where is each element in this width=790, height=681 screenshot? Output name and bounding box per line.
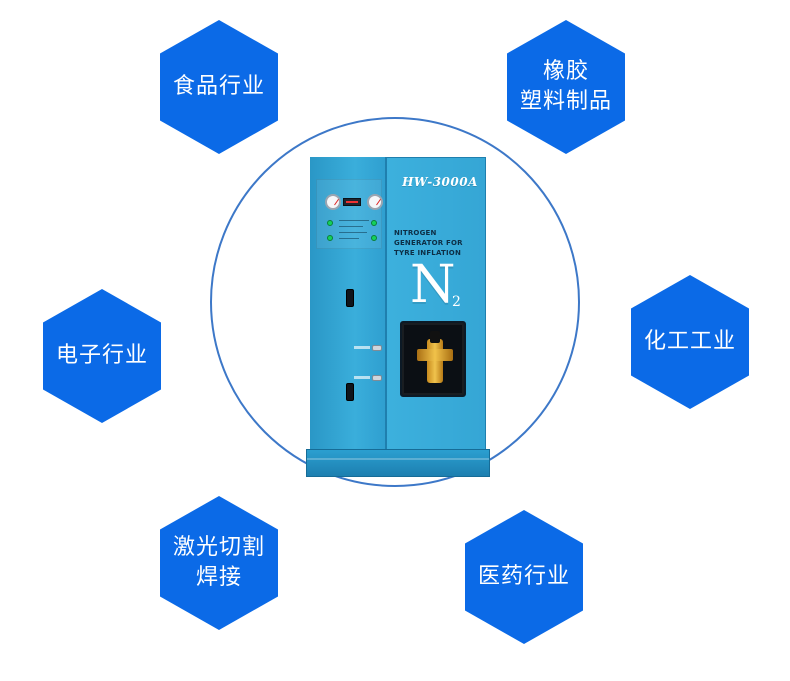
hex-electronics-industry: 电子行业 — [43, 289, 161, 423]
hex-laser-cutting-welding-label: 激光切割 焊接 — [172, 535, 265, 590]
n2-symbol: N — [410, 255, 456, 315]
valve-label-strip — [354, 346, 370, 349]
valve-icon — [372, 345, 382, 351]
hex-medical-industry: 医药行业 — [465, 510, 583, 644]
machine-description: NITROGEN GENERATOR FOR TYRE INFLATION — [394, 229, 463, 257]
machine-base — [306, 449, 490, 477]
control-panel — [316, 179, 383, 249]
hex-medical-industry-label: 医药行业 — [477, 564, 570, 589]
base-highlight — [307, 458, 489, 460]
valve-label-strip — [354, 376, 370, 379]
hex-food-industry-label: 食品行业 — [172, 74, 265, 99]
hex-chemical-industry-label: 化工工业 — [643, 329, 736, 354]
brass-fitting-icon — [417, 331, 453, 383]
machine-model: HW-3000A — [402, 175, 478, 189]
hex-laser-cutting-welding: 激光切割 焊接 — [160, 496, 278, 630]
indicator-light-icon — [327, 235, 333, 241]
n2-subscript: 2 — [452, 294, 461, 310]
hex-food-industry: 食品行业 — [160, 20, 278, 154]
panel-printed-lines — [339, 218, 369, 246]
pressure-gauge-left-icon — [325, 194, 341, 210]
hex-rubber-plastic-label: 橡胶 塑料制品 — [519, 59, 612, 114]
machine-window — [400, 321, 466, 397]
hex-electronics-industry-label: 电子行业 — [55, 343, 148, 368]
door-handle-icon — [346, 289, 354, 307]
digital-meter-icon — [343, 198, 361, 206]
valve-icon — [372, 375, 382, 381]
hex-chemical-industry: 化工工业 — [631, 275, 749, 409]
indicator-light-icon — [327, 220, 333, 226]
pressure-gauge-right-icon — [367, 194, 383, 210]
hex-rubber-plastic: 橡胶 塑料制品 — [507, 20, 625, 154]
nitrogen-generator-machine: HW-3000A NITROGEN GENERATOR FOR TYRE INF… — [306, 155, 490, 477]
door-handle-icon — [346, 383, 354, 401]
indicator-light-icon — [371, 235, 377, 241]
indicator-light-icon — [371, 220, 377, 226]
